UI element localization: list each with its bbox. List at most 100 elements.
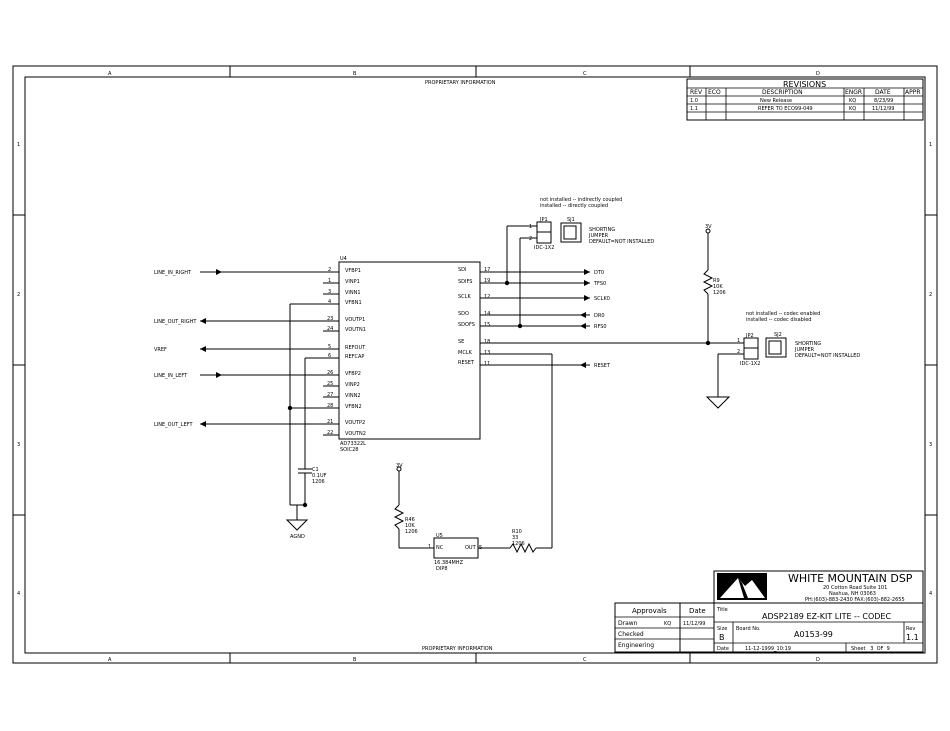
jp2-note-2: installed -- codec disabled — [746, 317, 811, 323]
u4-left-pins: VFBP1 2 VINP1 1 VINN1 3 VFBN1 4 VOUTP1 2… — [327, 267, 366, 437]
u4-pin-num: 19 — [484, 278, 490, 284]
u4-pin-name: VFBN1 — [345, 300, 362, 306]
net-line-in-right: LINE_IN_RIGHT — [154, 270, 192, 276]
company-logo — [717, 573, 767, 600]
proprietary-label-top: PROPRIETARY INFORMATION — [425, 80, 496, 86]
jp1-note-2: installed -- directly coupled — [540, 203, 608, 209]
jp2-note-1: not installed -- codec enabled — [746, 311, 820, 317]
left-nets — [200, 269, 323, 531]
row-number-2-left: 2 — [17, 292, 20, 298]
net-rfs0: RFS0 — [594, 324, 607, 330]
rev-row2-date: 11/12/99 — [872, 106, 894, 112]
r9-resistor — [702, 228, 714, 343]
row-number-1-right: 1 — [929, 142, 932, 148]
board-label: Board No. — [736, 626, 761, 632]
net-vref: VREF — [154, 347, 167, 353]
col-letter-c-top: C — [583, 71, 587, 77]
u4-pin-num: 17 — [484, 267, 490, 273]
date-header: Date — [689, 607, 706, 615]
u4-pin-name: VOUTP2 — [345, 420, 365, 426]
r10-value: 33 — [512, 535, 518, 541]
col-letter-a-bottom: A — [108, 657, 112, 663]
title-block — [614, 570, 924, 653]
board-number: A0153-99 — [794, 630, 833, 639]
size-value: B — [719, 633, 725, 642]
u4-pin-num: 22 — [327, 430, 333, 436]
u4-pin-num: 11 — [484, 361, 490, 367]
r46-size: 1206 — [405, 529, 418, 535]
jp2-connector — [705, 337, 787, 409]
jp2-type: IDC-1X2 — [740, 361, 760, 367]
revisions-title: REVISIONS — [783, 80, 826, 89]
drawn-label: Drawn — [618, 620, 638, 627]
u4-left-pin-stubs — [323, 271, 339, 436]
col-letter-b-bottom: B — [353, 657, 357, 663]
proprietary-label-bottom: PROPRIETARY INFORMATION — [422, 646, 493, 652]
rev-header-eco: ECO — [708, 89, 721, 96]
col-letter-a-top: A — [108, 71, 112, 77]
jp2-pin2: 2 — [737, 349, 740, 355]
right-nets — [480, 225, 744, 548]
u4-pin-name: SDI — [458, 267, 467, 273]
u4-pin-name: VOUTN2 — [345, 431, 366, 437]
oscillator-circuit — [393, 466, 552, 559]
u5-part: 16.384MHZ — [434, 560, 464, 566]
u4-pin-name: VINP2 — [345, 382, 360, 388]
rev-row1-date: 8/23/99 — [874, 98, 893, 104]
u4-pin-name: VOUTP1 — [345, 317, 365, 323]
col-letter-c-bottom: C — [583, 657, 587, 663]
r9-value: 10K — [713, 284, 723, 290]
jp2-pin1: 1 — [737, 338, 740, 344]
sj2-ref: SJ2 — [774, 332, 782, 338]
r46-supply: 3V — [396, 463, 403, 469]
u4-right-pins: SDI 17 SDIFS 19 SCLK 12 SDO 14 SDOFS 15 … — [458, 267, 490, 367]
u4-pin-num: 26 — [327, 370, 333, 376]
jp1-note-1: not installed -- indirectly coupled — [540, 197, 622, 203]
rev-row2-rev: 1.1 — [690, 106, 698, 112]
row-number-3-right: 3 — [929, 442, 932, 448]
u4-pin-name: REFCAP — [345, 354, 364, 360]
c1-value: 0.1UF — [312, 473, 327, 479]
net-tfs0: TFS0 — [593, 281, 606, 287]
revisions-table — [686, 78, 924, 121]
row-number-3-left: 3 — [17, 442, 20, 448]
u4-pin-name: RESET — [458, 360, 475, 366]
r9-size: 1206 — [713, 290, 726, 296]
title-label: Title — [716, 607, 728, 613]
rev-row2-desc: REFER TO ECO99-049 — [758, 106, 813, 112]
u4-pin-name: VFBP2 — [345, 371, 361, 377]
u4-pin-num: 13 — [484, 350, 490, 356]
net-dr0: DR0 — [594, 313, 605, 319]
rev-header-description: DESCRIPTION — [762, 89, 803, 96]
checked-label: Checked — [618, 631, 644, 638]
company-phone: PH:(603)-883-2430 FAX:(603)-882-2655 — [805, 597, 905, 603]
rev-value: 1.1 — [906, 633, 919, 642]
u4-pin-num: 12 — [484, 294, 490, 300]
u4-pin-name: SE — [458, 339, 464, 345]
jp1-connector — [536, 221, 582, 244]
drawn-who: KQ — [664, 621, 671, 627]
row-number-4-right: 4 — [929, 591, 932, 597]
jp1-pin1: 1 — [529, 224, 532, 230]
u4-pin-num: 23 — [327, 316, 333, 322]
jp1-type: IDC-1X2 — [534, 245, 554, 251]
r46-value: 10K — [405, 523, 415, 529]
u4-pin-name: MCLK — [458, 350, 473, 356]
u4-ref: U4 — [340, 256, 347, 262]
date-label: Date — [717, 646, 729, 652]
agnd-label: AGND — [290, 534, 305, 540]
u4-pin-num: 2 — [328, 267, 331, 273]
u4-pin-name: SCLK — [458, 294, 471, 300]
rev-row2-engr: KQ — [849, 106, 856, 112]
col-letter-d-bottom: D — [816, 657, 820, 663]
sj1-text-2: JUMPER — [588, 233, 609, 239]
u4-pin-name: SDIFS — [458, 279, 472, 285]
r9-supply: 3V — [705, 224, 712, 230]
rev-header-appr: APPR — [905, 89, 921, 96]
rev-row1-engr: KQ — [849, 98, 856, 104]
u4-pin-name: VOUTN1 — [345, 327, 366, 333]
u4-pin-name: SDOFS — [458, 322, 475, 328]
u5-label-in: NC — [436, 545, 444, 551]
drawn-date: 11/12/99 — [683, 621, 705, 627]
u5-package: DIP8 — [436, 566, 448, 572]
